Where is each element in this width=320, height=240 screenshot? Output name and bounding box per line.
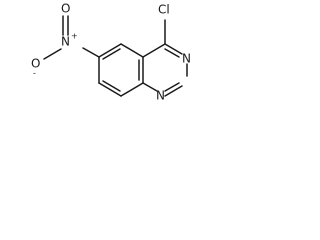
atom-label-o-top: O bbox=[61, 2, 70, 16]
structure-canvas: Cl N + O O - N N bbox=[0, 0, 228, 138]
bond-n-o-minus bbox=[43, 48, 62, 60]
bond-c2-n1 bbox=[164, 85, 183, 97]
bond-c2-n1-inner bbox=[164, 82, 180, 92]
charge-label-o-minus: - bbox=[33, 69, 36, 78]
bond-c5-c6 bbox=[98, 43, 122, 58]
atom-label-cl: Cl bbox=[158, 3, 170, 17]
molecule-drawing: Cl N + O O - N N bbox=[31, 2, 191, 103]
atom-label-n-nitro: N bbox=[61, 35, 70, 49]
atom-label-n1: N bbox=[156, 89, 165, 103]
atom-label-o-minus: O bbox=[31, 57, 40, 71]
atom-layer: Cl N + O O - N N bbox=[31, 2, 191, 103]
bond-c7-c8-inner bbox=[102, 80, 121, 92]
bond-c6-n-nitro bbox=[82, 47, 100, 58]
bond-layer bbox=[43, 15, 188, 97]
bond-c4a-c5 bbox=[120, 43, 144, 58]
bond-c5-c6-inner bbox=[102, 48, 121, 60]
bond-c8-c8a bbox=[120, 82, 144, 97]
charge-label-n-plus: + bbox=[71, 32, 78, 41]
bond-c7-c8 bbox=[98, 82, 122, 97]
bond-c4-n3 bbox=[164, 43, 183, 55]
bond-n1-c8a bbox=[142, 82, 158, 92]
bond-c4-n3-inner bbox=[164, 48, 180, 58]
atom-label-n3: N bbox=[182, 52, 191, 66]
bond-c4a-c4 bbox=[142, 43, 166, 58]
